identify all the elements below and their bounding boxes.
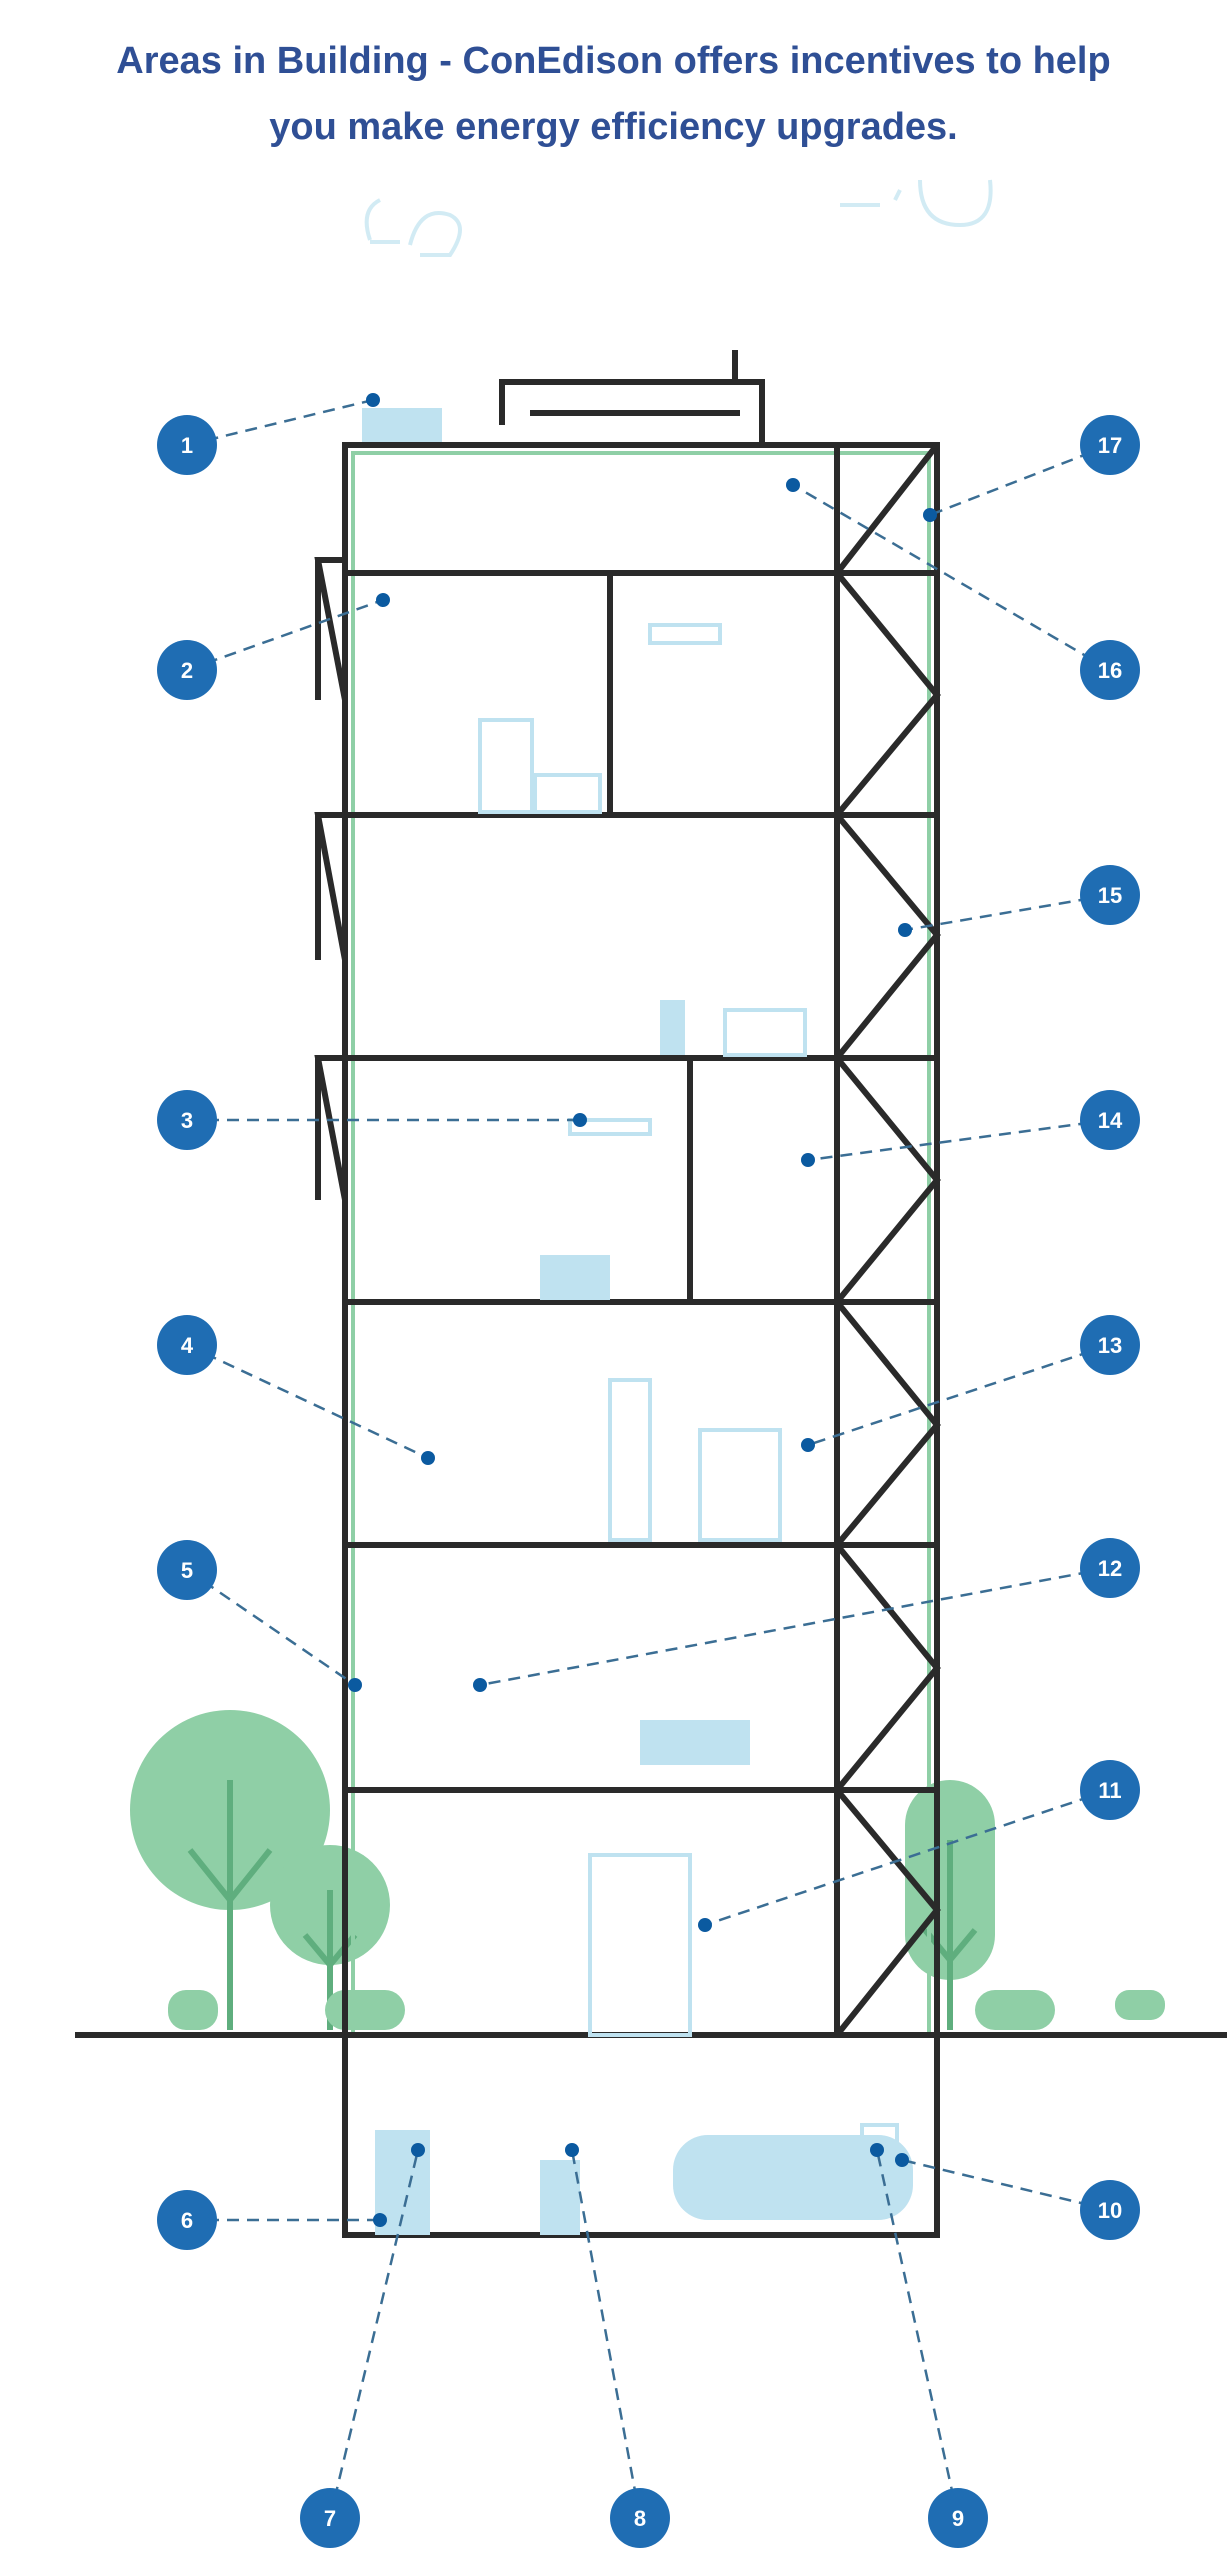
- marker-10-building-controls[interactable]: 10: [895, 2153, 1140, 2240]
- marker-circle[interactable]: [157, 1090, 217, 1150]
- marker-circle[interactable]: [1080, 865, 1140, 925]
- leader-line: [704, 1788, 1111, 1927]
- marker-5-walls-insulation[interactable]: 5: [157, 1540, 362, 1692]
- marker-11-elevator-hallway[interactable]: 11: [698, 1760, 1140, 1932]
- shrubs: [168, 1990, 1165, 2030]
- pointer-dot: [898, 923, 912, 937]
- leader-line: [929, 443, 1111, 517]
- marker-label: 13: [1098, 1333, 1122, 1358]
- marker-7-water-heater[interactable]: 7: [300, 2143, 425, 2548]
- marker-label: 8: [634, 2506, 646, 2531]
- marker-13-faucet[interactable]: 13: [801, 1315, 1140, 1452]
- marker-4-radiator[interactable]: 4: [157, 1315, 435, 1465]
- pointer-dot: [366, 393, 380, 407]
- pointer-dot: [870, 2143, 884, 2157]
- pointer-dot: [421, 1451, 435, 1465]
- marker-circle[interactable]: [1080, 415, 1140, 475]
- marker-circle[interactable]: [157, 1315, 217, 1375]
- marker-16-roof-equipment[interactable]: 16: [786, 478, 1140, 700]
- marker-circle[interactable]: [1080, 640, 1140, 700]
- marker-label: 3: [181, 1108, 193, 1133]
- marker-1-rooftop-unit[interactable]: 1: [157, 393, 380, 475]
- pointer-dot: [376, 593, 390, 607]
- leader-line: [875, 2149, 960, 2519]
- marker-label: 12: [1098, 1556, 1122, 1581]
- leader-line: [328, 2149, 420, 2519]
- marker-circle[interactable]: [157, 415, 217, 475]
- marker-label: 14: [1098, 1108, 1123, 1133]
- appliances: [375, 623, 913, 2235]
- marker-label: 1: [181, 433, 193, 458]
- leader-line: [186, 1568, 356, 1687]
- building-outline: [75, 442, 1227, 2238]
- pointer-dot: [373, 2213, 387, 2227]
- marker-circle[interactable]: [1080, 1090, 1140, 1150]
- leader-line: [186, 598, 384, 672]
- pointer-dot: [565, 2143, 579, 2157]
- marker-circle[interactable]: [157, 2190, 217, 2250]
- title-line-1: Areas in Building - ConEdison offers inc…: [116, 40, 1111, 82]
- tree-left-large: [130, 1710, 330, 2030]
- marker-circle[interactable]: [1080, 1760, 1140, 1820]
- marker-label: 7: [324, 2506, 336, 2531]
- marker-circle[interactable]: [1080, 2180, 1140, 2240]
- marker-label: 10: [1098, 2198, 1122, 2223]
- marker-circle[interactable]: [1080, 1315, 1140, 1375]
- leader-line: [807, 1118, 1111, 1162]
- marker-label: 9: [952, 2506, 964, 2531]
- marker-3-air-conditioner[interactable]: 3: [157, 1090, 587, 1150]
- marker-17-roof-insulation[interactable]: 17: [923, 415, 1140, 522]
- pointer-dot: [698, 1918, 712, 1932]
- marker-6-pipes[interactable]: 6: [157, 2190, 387, 2250]
- marker-12-smart-thermostat[interactable]: 12: [473, 1538, 1140, 1692]
- leader-line: [479, 1566, 1111, 1687]
- leader-line: [904, 893, 1111, 932]
- title-line-2: you make energy efficiency upgrades.: [269, 106, 958, 148]
- leader-line: [186, 1343, 429, 1460]
- marker-circle[interactable]: [1080, 1538, 1140, 1598]
- marker-circle[interactable]: [157, 640, 217, 700]
- leader-line: [570, 2149, 642, 2519]
- pointer-dot: [895, 2153, 909, 2167]
- marker-label: 4: [181, 1333, 194, 1358]
- page-title: Areas in Building - ConEdison offers inc…: [0, 28, 1227, 160]
- marker-2-thermostat[interactable]: 2: [157, 593, 390, 700]
- marker-label: 16: [1098, 658, 1122, 683]
- pointer-dot: [786, 478, 800, 492]
- roof-structure: [362, 350, 765, 445]
- leader-line: [186, 398, 374, 447]
- marker-circle[interactable]: [300, 2488, 360, 2548]
- marker-label: 6: [181, 2208, 193, 2233]
- pointer-dot: [923, 508, 937, 522]
- leader-line: [792, 483, 1111, 672]
- marker-label: 17: [1098, 433, 1122, 458]
- marker-14-lighting[interactable]: 14: [801, 1090, 1140, 1167]
- pointer-dot: [348, 1678, 362, 1692]
- marker-label: 11: [1098, 1778, 1121, 1803]
- pointer-dot: [801, 1153, 815, 1167]
- leader-line: [901, 2158, 1111, 2212]
- pointer-dot: [573, 1113, 587, 1127]
- pointer-dot: [801, 1438, 815, 1452]
- tree-right: [905, 1780, 995, 2030]
- pointer-dot: [473, 1678, 487, 1692]
- leader-line: [807, 1343, 1111, 1447]
- pointer-dot: [411, 2143, 425, 2157]
- marker-label: 5: [181, 1558, 193, 1583]
- marker-circle[interactable]: [928, 2488, 988, 2548]
- marker-circle[interactable]: [610, 2488, 670, 2548]
- marker-circle[interactable]: [157, 1540, 217, 1600]
- marker-15-stairwell-ac[interactable]: 15: [898, 865, 1140, 937]
- marker-8-boiler[interactable]: 8: [565, 2143, 670, 2548]
- marker-label: 2: [181, 658, 193, 683]
- marker-label: 15: [1098, 883, 1122, 908]
- marker-9-fuel-tank[interactable]: 9: [870, 2143, 988, 2548]
- cloud-icon: [364, 179, 993, 257]
